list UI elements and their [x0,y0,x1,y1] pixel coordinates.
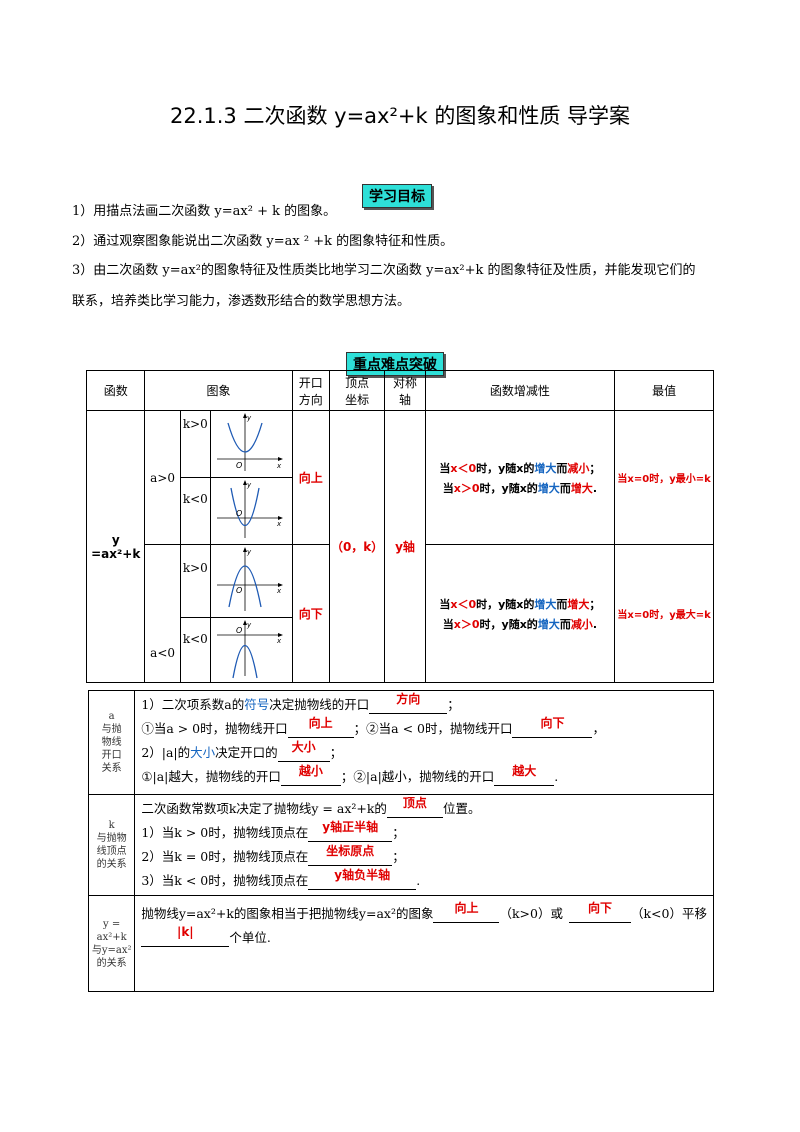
graph-down-kpos: y x O [209,544,293,618]
vertex-value: （0，k） [328,410,386,683]
header-graph: 图象 [144,370,293,411]
min-value: 当x=0时，y最小=k [614,410,714,545]
header-extreme: 最值 [614,370,714,411]
graph-down-kneg: y x O [209,617,293,683]
mono-up-line-1: 当x＜0时，y随x的增大而减小； [439,461,601,475]
mono-down-line-1: 当x＜0时，y随x的增大而增大； [439,597,601,611]
parabola-up-kpos-icon: y x O [217,413,284,471]
row2-content: 二次函数常数项k决定了抛物线y = ax²+k的顶点位置。 1）当k > 0时，… [134,794,714,896]
header-function: 函数 [85,370,146,411]
svg-text:y: y [246,548,252,556]
graph-up-kpos: y x O [209,410,293,478]
objective-1: 1）用描点法画二次函数 y=ax² + k 的图象。 [72,204,337,219]
header-monotonic: 函数增减性 [424,370,616,411]
header-open: 开口方向 [291,370,330,411]
objective-3-cont: 联系，培养类比学习能力，渗透数形结合的数学思想方法。 [72,294,411,309]
parabola-down-kpos-icon: y x O [217,547,284,611]
objective-3: 3）由二次函数 y=ax²的图象特征及性质类比地学习二次函数 y=ax²+k 的… [72,263,696,278]
svg-text:y: y [246,414,252,422]
header-vertex: 顶点坐标 [328,370,386,411]
parabola-up-kneg-icon: y x O [217,480,284,538]
svg-text:O: O [236,461,242,470]
section-heading-objectives: 学习目标 [362,184,432,208]
mono-up-line-2: 当x＞0时，y随x的增大而增大. [442,481,597,495]
row3-content: 抛物线y=ax²+k的图象相当于把抛物线y=ax²的图象向上（k>0）或向下（k… [134,895,714,992]
a-neg-label: a<0 [144,544,181,683]
svg-text:x: x [276,587,282,595]
mono-down-line-2: 当x＞0时，y随x的增大而减小. [442,617,597,631]
svg-text:O: O [236,509,242,518]
k-pos-label: k>0 [179,410,211,478]
k-pos-label-2: k>0 [179,544,211,618]
header-axis: 对称轴 [384,370,426,411]
svg-text:y: y [246,481,252,489]
max-value: 当x=0时，y最大=k [614,544,714,683]
k-neg-label-2: k<0 [179,617,211,683]
a-pos-label: a>0 [144,410,181,545]
open-up: 向上 [291,410,330,545]
parabola-down-kneg-icon: y x O [217,620,284,679]
monotonic-up: 当x＜0时，y随x的增大而减小； 当x＞0时，y随x的增大而增大. [424,410,616,545]
monotonic-down: 当x＜0时，y随x的增大而增大； 当x＞0时，y随x的增大而减小. [424,544,616,683]
func-label: y=ax²+k [85,410,146,683]
row1-content: 1）二次项系数a的符号决定抛物线的开口方向； ①当a > 0时，抛物线开口向上；… [134,690,714,795]
svg-text:x: x [276,637,282,645]
svg-text:x: x [276,520,282,528]
open-down: 向下 [291,544,330,683]
svg-text:x: x [276,462,282,470]
svg-text:O: O [236,586,242,595]
svg-text:O: O [236,626,242,635]
graph-up-kneg: y x O [209,477,293,545]
page-title: 22.1.3 二次函数 y=ax²+k 的图象和性质 导学案 [170,104,630,128]
axis-value: y轴 [384,410,426,683]
k-neg-label: k<0 [179,477,211,545]
svg-text:y: y [246,621,252,629]
objective-2: 2）通过观察图象能说出二次函数 y=ax ² +k 的图象特征和性质。 [72,234,454,249]
properties-table: 函数 图象 开口方向 顶点坐标 对称轴 函数增减性 最值 y=ax²+k a>0… [85,370,714,683]
